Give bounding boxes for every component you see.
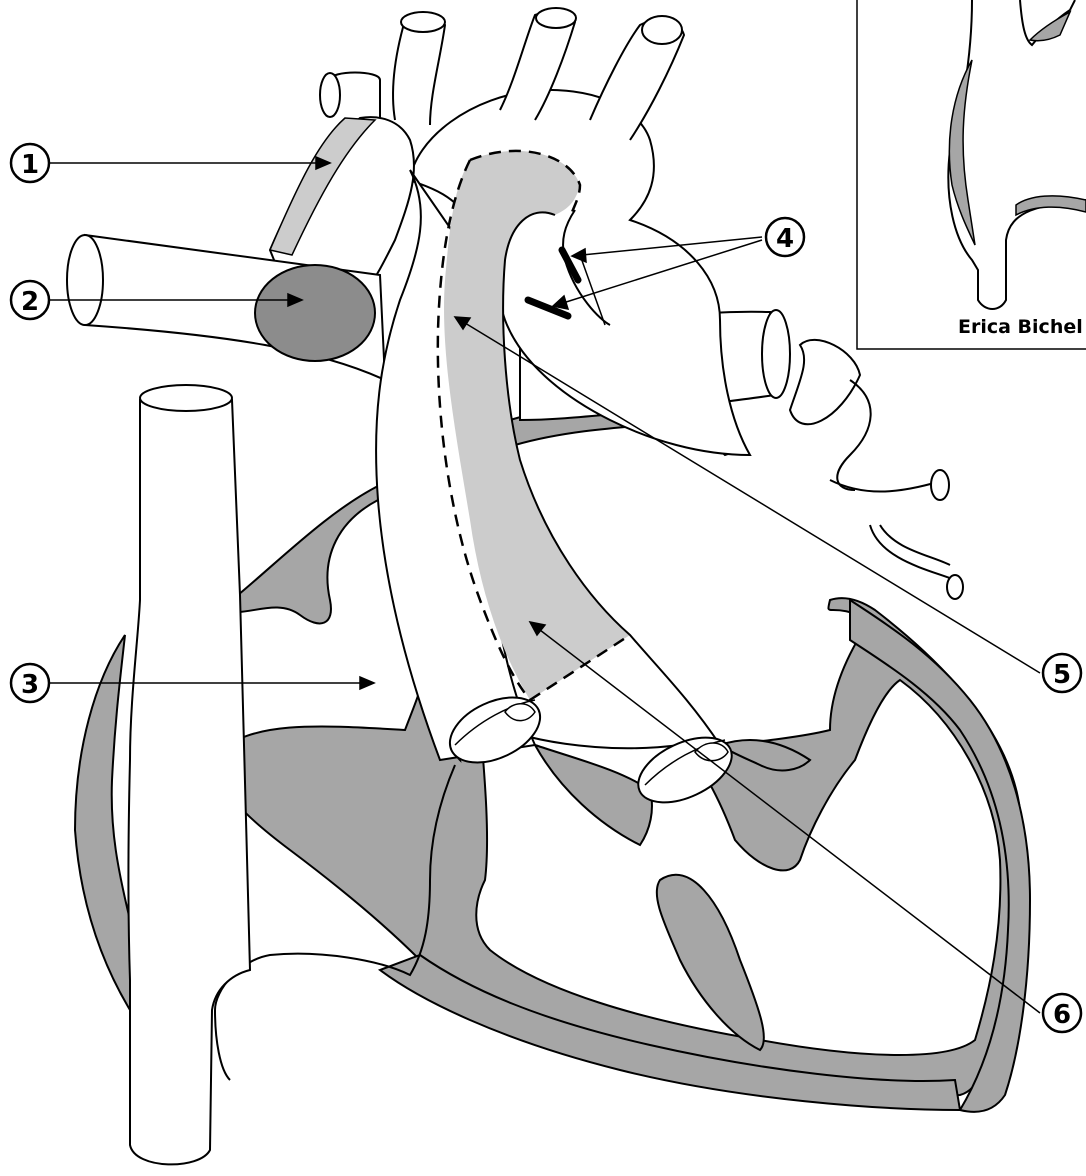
callout-1: 1 (11, 144, 49, 182)
callout-6: 6 (1043, 994, 1081, 1032)
vena-cava (129, 385, 251, 1164)
callout-4: 4 (766, 218, 804, 256)
callout-3-label: 3 (21, 670, 39, 700)
callout-2: 2 (11, 281, 49, 319)
callout-5: 5 (1043, 654, 1081, 692)
inset-panel: Erica Bichel - (857, 0, 1086, 349)
callout-1-label: 1 (21, 150, 39, 180)
callout-5-label: 5 (1053, 660, 1071, 690)
callout-2-label: 2 (21, 287, 39, 317)
callout-6-label: 6 (1053, 1000, 1071, 1030)
callout-3: 3 (11, 664, 49, 702)
dark-mass (255, 265, 375, 361)
credit-text: Erica Bichel - (958, 316, 1086, 338)
callout-4-label: 4 (776, 224, 794, 254)
